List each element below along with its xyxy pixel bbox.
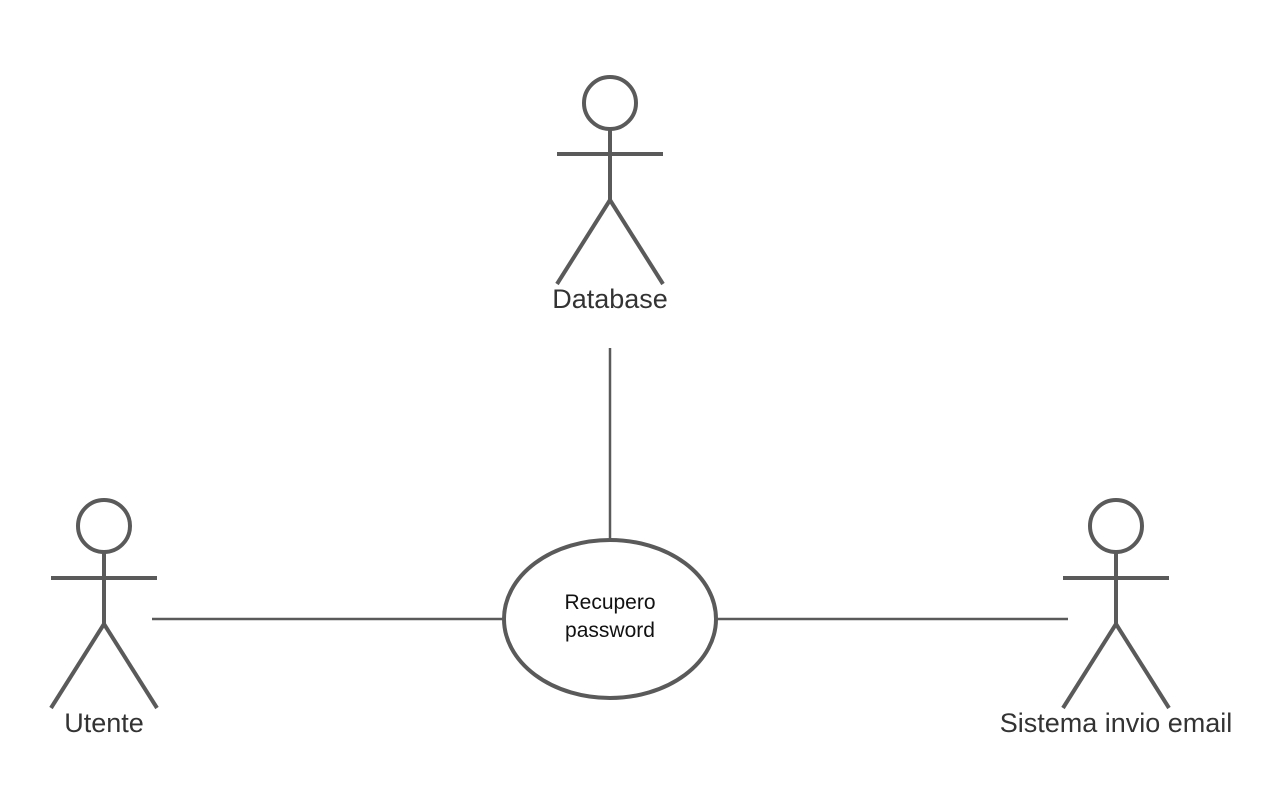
use-case-ellipse: [502, 538, 718, 700]
actor-utente-left-leg: [49, 622, 106, 710]
actor-sistema-invio-email[interactable]: Sistema invio email: [1000, 498, 1233, 738]
actor-database-label: Database: [552, 284, 668, 314]
actor-sistema-head: [1088, 498, 1144, 554]
actor-utente-head: [76, 498, 132, 554]
use-case-label-line2: password: [565, 619, 655, 642]
actor-database-right-leg: [608, 198, 665, 286]
actor-database-left-leg: [555, 198, 612, 286]
use-case-label-line1: Recupero: [564, 591, 655, 614]
actor-utente[interactable]: Utente: [49, 498, 159, 738]
actor-database-head: [582, 75, 638, 131]
actor-utente-label: Utente: [64, 708, 144, 738]
actor-database[interactable]: Database: [552, 75, 668, 314]
actor-sistema-label: Sistema invio email: [1000, 708, 1233, 738]
actor-sistema-left-leg: [1061, 622, 1118, 710]
actor-sistema-right-leg: [1114, 622, 1171, 710]
use-case-recupero-password[interactable]: Recupero password: [502, 538, 718, 700]
actor-utente-right-leg: [102, 622, 159, 710]
